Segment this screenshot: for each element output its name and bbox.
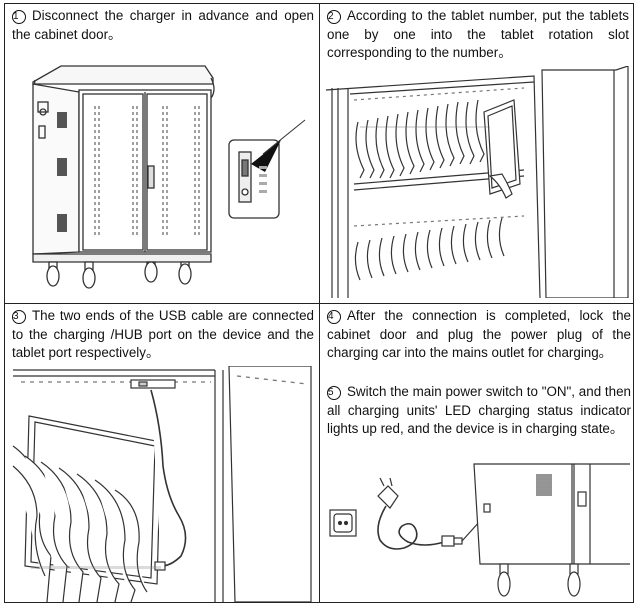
step-text: The two ends of the USB cable are connec…	[12, 308, 314, 361]
step-number-badge: 2	[327, 10, 341, 24]
power-plug-illustration	[329, 463, 630, 597]
step-number-badge: 3	[12, 310, 26, 324]
grid-divider-horizontal	[5, 303, 633, 304]
step-text: Switch the main power switch to "ON", an…	[327, 384, 631, 437]
step-text: After the connection is completed, lock …	[327, 308, 631, 361]
usb-cable-illustration	[12, 366, 312, 602]
step-number-badge: 1	[12, 10, 26, 24]
step-number-badge: 4	[327, 310, 341, 324]
step-text: Disconnect the charger in advance and op…	[12, 8, 314, 42]
cabinet-illustration	[32, 65, 306, 289]
step-number-badge: 5	[327, 386, 341, 400]
step-text: According to the tablet number, put the …	[327, 8, 629, 61]
tablet-slots-illustration	[325, 66, 629, 298]
